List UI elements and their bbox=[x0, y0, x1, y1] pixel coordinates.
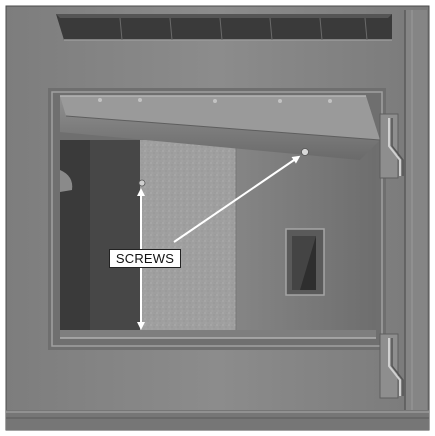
screw-icon bbox=[138, 148, 309, 187]
air-slot-icon bbox=[285, 228, 325, 296]
arrow-to-upper-screw bbox=[173, 155, 301, 243]
baffle-plate bbox=[60, 95, 381, 160]
screws-callout-label: SCREWS bbox=[109, 249, 181, 268]
firebox-interior bbox=[60, 140, 376, 339]
vent-grille-icon bbox=[56, 14, 392, 41]
door-hinge-icon bbox=[379, 113, 404, 399]
firebrick-panel bbox=[140, 140, 236, 336]
